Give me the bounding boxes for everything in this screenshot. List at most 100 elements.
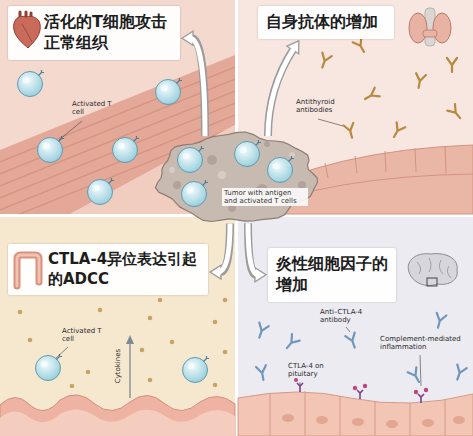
thyroid-tissue-panel	[325, 163, 328, 178]
colon-tissue-panel	[0, 217, 235, 436]
thyroid-tissue-panel	[318, 119, 343, 126]
brain-icon	[408, 254, 457, 286]
title-text: 活化的T细胞攻击正常组织	[44, 12, 174, 54]
thyroid-tissue-panel	[390, 122, 406, 139]
thyroid-tissue-panel	[447, 104, 464, 121]
thyroid-tissue-panel	[318, 53, 332, 70]
callout-label: Activated T cell	[72, 100, 112, 116]
colon-tissue-panel	[98, 308, 103, 313]
colon-tissue-panel	[213, 383, 218, 388]
thyroid-tissue-panel	[447, 58, 457, 72]
tumor-illustration	[173, 181, 181, 189]
callout-label: Antithyroid antibodies	[296, 98, 342, 114]
tumor-illustration	[264, 141, 270, 147]
tumor-illustration	[235, 140, 262, 167]
pituitary-tissue-panel	[357, 390, 363, 399]
colon-tissue-panel	[158, 298, 163, 303]
arrow-body	[268, 48, 294, 136]
flow-arrow	[210, 223, 230, 279]
tumor-illustration	[152, 130, 322, 226]
colon-tissue-panel	[86, 370, 91, 375]
thyroid-icon	[409, 8, 451, 46]
tumor-illustration	[218, 171, 226, 179]
pituitary-tissue-panel	[445, 399, 446, 436]
title-text: 自身抗体的增加	[266, 12, 388, 33]
colon-tissue-panel	[0, 395, 235, 436]
colon-tissue-panel	[70, 384, 75, 389]
pituitary-tissue-panel	[418, 394, 424, 403]
tumor-caption: Tumor with antigen and activated T cells	[222, 188, 308, 206]
pituitary-tissue-panel	[340, 396, 341, 436]
pituitary-tissue-panel	[453, 416, 465, 424]
colon-tissue-panel	[18, 298, 228, 389]
pituitary-tissue-panel	[294, 378, 298, 382]
pituitary-tissue-panel	[238, 392, 473, 436]
colon-tissue-panel	[129, 343, 130, 398]
pituitary-tissue-panel	[270, 393, 271, 436]
thyroid-tissue-panel	[445, 146, 446, 173]
arrow-body	[190, 38, 205, 136]
pituitary-tissue-panel	[297, 383, 424, 403]
pituitary-tissue-panel	[353, 386, 357, 390]
title-box: 自身抗体的增加	[258, 6, 394, 39]
title-box: CTLA-4异位表达引起的ADCC	[8, 244, 208, 295]
pituitary-tissue-panel	[283, 334, 300, 351]
heart-tissue-panel	[113, 136, 140, 163]
colon-tissue-panel	[170, 340, 175, 345]
pituitary-tissue-panel	[282, 414, 294, 422]
pituitary-tissue-panel	[316, 416, 328, 424]
pituitary-tissue-panel	[386, 420, 398, 428]
tumor-illustration	[178, 146, 205, 173]
title-box: 活化的T细胞攻击正常组织	[8, 6, 180, 60]
heart-tissue-panel	[156, 78, 183, 105]
pituitary-tissue-panel	[282, 414, 465, 428]
colon-tissue-panel	[56, 347, 68, 358]
flow-arrow	[182, 31, 205, 136]
thyroid-tissue-panel	[385, 151, 386, 172]
pituitary-tissue-panel	[352, 418, 364, 426]
colon-tissue-panel	[148, 378, 153, 383]
pituitary-tissue-panel	[300, 382, 301, 386]
tumor-mass: Tumor with antigen and activated T cells	[152, 130, 322, 226]
pituitary-tissue-panel	[256, 365, 268, 381]
colon-tissue-panel	[126, 335, 134, 344]
pituitary-tissue-panel	[255, 323, 269, 340]
thyroid-tissue-panel	[414, 73, 426, 89]
pituitary-tissue-panel	[433, 313, 446, 329]
colon-tissue-panel	[183, 356, 210, 383]
pituitary-tissue-panel	[238, 217, 473, 436]
heart-tissue-panel	[38, 136, 65, 163]
pituitary-tissue-panel	[270, 391, 445, 436]
thyroid-tissue-panel	[344, 123, 357, 139]
heart-tissue-panel	[88, 178, 115, 205]
callout-label: CTLA-4 on pituitary	[288, 362, 332, 378]
pituitary-tissue-panel	[424, 388, 428, 392]
thyroid-tissue-panel	[415, 148, 416, 172]
tumor-illustration	[169, 167, 175, 173]
callout-label: Activated T cell	[62, 327, 102, 343]
heart-tissue-panel	[59, 121, 82, 140]
title-text: 炎性细胞因子的增加	[276, 254, 390, 296]
tumor-illustration	[268, 156, 295, 183]
pituitary-tissue-panel	[453, 365, 467, 382]
colon-tissue-panel	[18, 310, 23, 315]
brain-icon	[408, 254, 457, 286]
title-text: CTLA-4异位表达引起的ADCC	[48, 250, 202, 289]
colon-tissue-panel	[223, 350, 228, 355]
thyroid-icon	[409, 13, 427, 43]
thyroid-icon	[423, 30, 437, 37]
tumor-illustration	[155, 132, 317, 222]
colon-tissue-panel	[213, 320, 218, 325]
pituitary-tissue-panel	[363, 384, 367, 388]
title-box: 炎性细胞因子的增加	[268, 248, 396, 302]
flow-arrow	[248, 223, 266, 282]
flow-arrow	[268, 41, 299, 136]
pituitary-tissue-panel	[410, 403, 411, 436]
pituitary-tissue-panel	[294, 378, 428, 394]
pituitary-tissue-panel	[420, 355, 421, 386]
callout-label: Cytokines	[114, 344, 122, 388]
colon-tissue-panel	[223, 298, 228, 303]
colon-tissue-panel	[148, 316, 153, 321]
tumor-illustration	[207, 155, 217, 165]
